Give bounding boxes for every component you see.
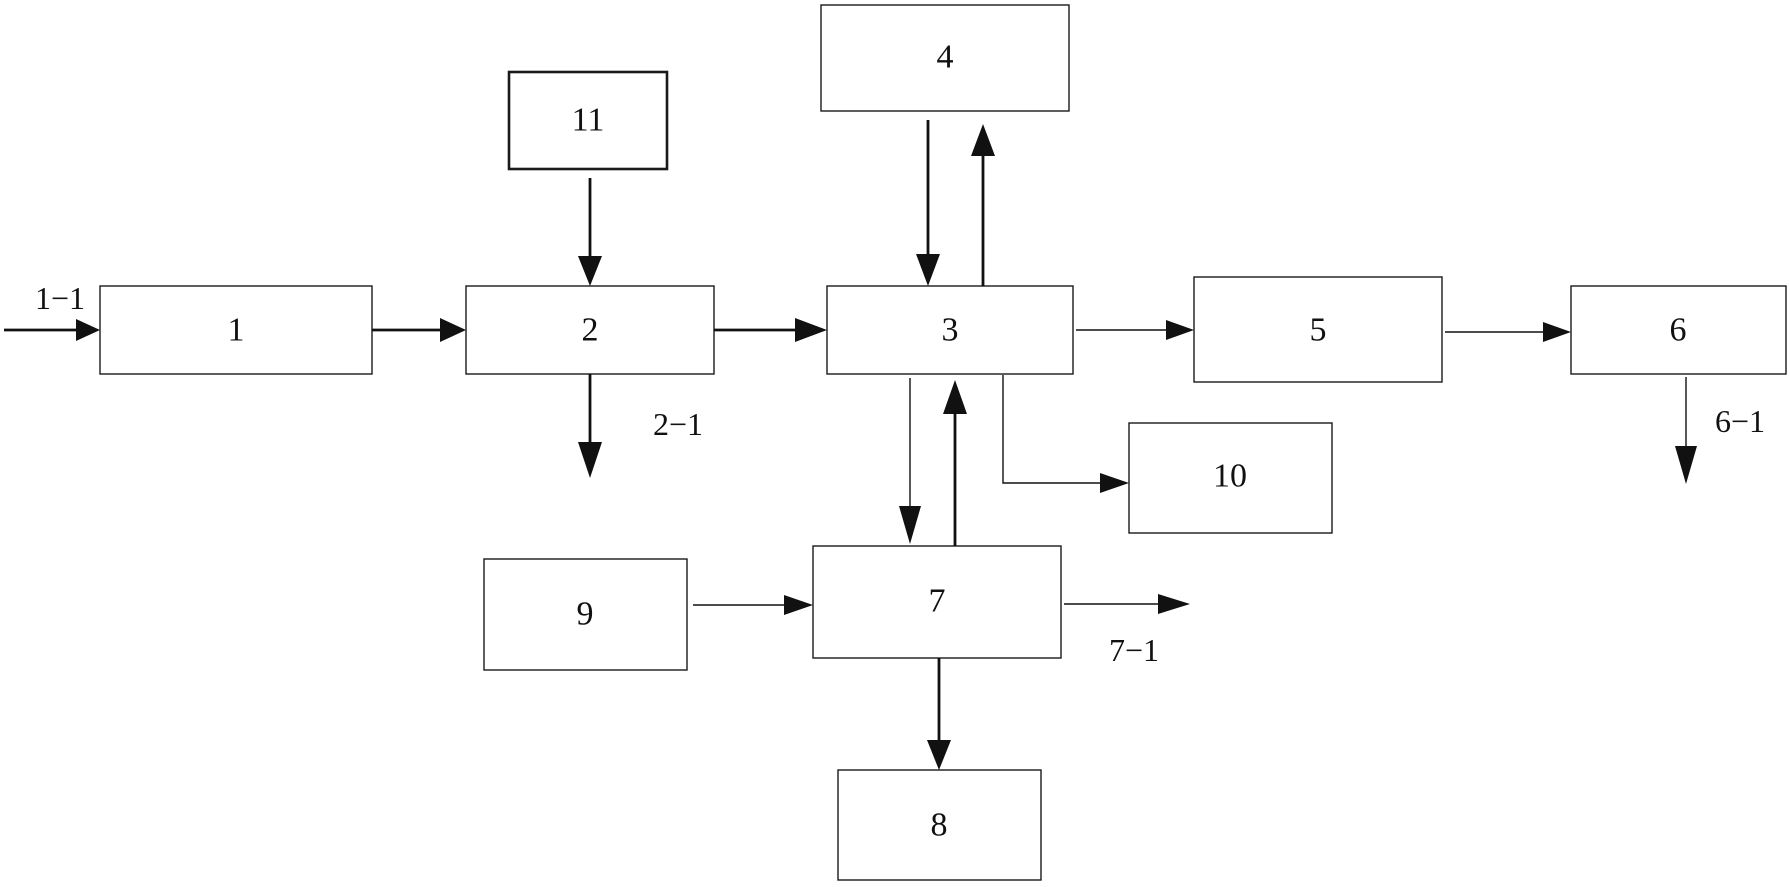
node-9-label: 9: [577, 596, 594, 633]
edge-3-to-5: [1076, 320, 1194, 340]
node-4-label: 4: [937, 39, 954, 76]
edge-3-to-4: [971, 124, 995, 286]
node-7-label: 7: [929, 583, 946, 620]
node-6: 6: [1570, 285, 1787, 375]
stream-label-1-1: 1−1: [35, 280, 85, 316]
node-2: 2: [465, 285, 715, 375]
node-10: 10: [1128, 422, 1333, 534]
edge-7-to-3: [943, 380, 967, 546]
edge-3-to-10: [1002, 375, 1129, 493]
node-1-label: 1: [228, 312, 245, 349]
edge-2-to-output: [578, 374, 602, 478]
node-5: 5: [1193, 276, 1443, 383]
edge-6-to-output: [1675, 377, 1697, 484]
stream-label-7-1: 7−1: [1109, 632, 1159, 668]
node-10-label: 10: [1213, 458, 1247, 495]
node-3-label: 3: [942, 312, 959, 349]
edge-4-to-3: [916, 120, 940, 286]
edge-3-to-7: [899, 378, 921, 544]
node-9: 9: [483, 558, 688, 671]
edge-7-to-8: [927, 658, 951, 770]
node-3: 3: [826, 285, 1074, 375]
edge-2-to-3: [714, 318, 827, 342]
edge-1-to-2: [372, 318, 466, 342]
node-2-label: 2: [582, 312, 599, 349]
node-7: 7: [812, 545, 1062, 659]
edge-7-to-output: [1064, 594, 1190, 614]
node-4: 4: [820, 4, 1070, 112]
edge-5-to-6: [1445, 322, 1571, 342]
stream-label-6-1: 6−1: [1715, 403, 1765, 439]
node-8-label: 8: [931, 807, 948, 844]
stream-label-2-1: 2−1: [653, 406, 703, 442]
edge-11-to-2: [578, 178, 602, 286]
node-11-label: 11: [572, 102, 605, 139]
node-11: 11: [507, 70, 669, 171]
node-5-label: 5: [1310, 312, 1327, 349]
edge-9-to-7: [693, 595, 813, 615]
node-1: 1: [99, 285, 373, 375]
node-8: 8: [837, 769, 1042, 881]
edge-input-to-1: [4, 319, 100, 341]
node-6-label: 6: [1670, 312, 1687, 349]
